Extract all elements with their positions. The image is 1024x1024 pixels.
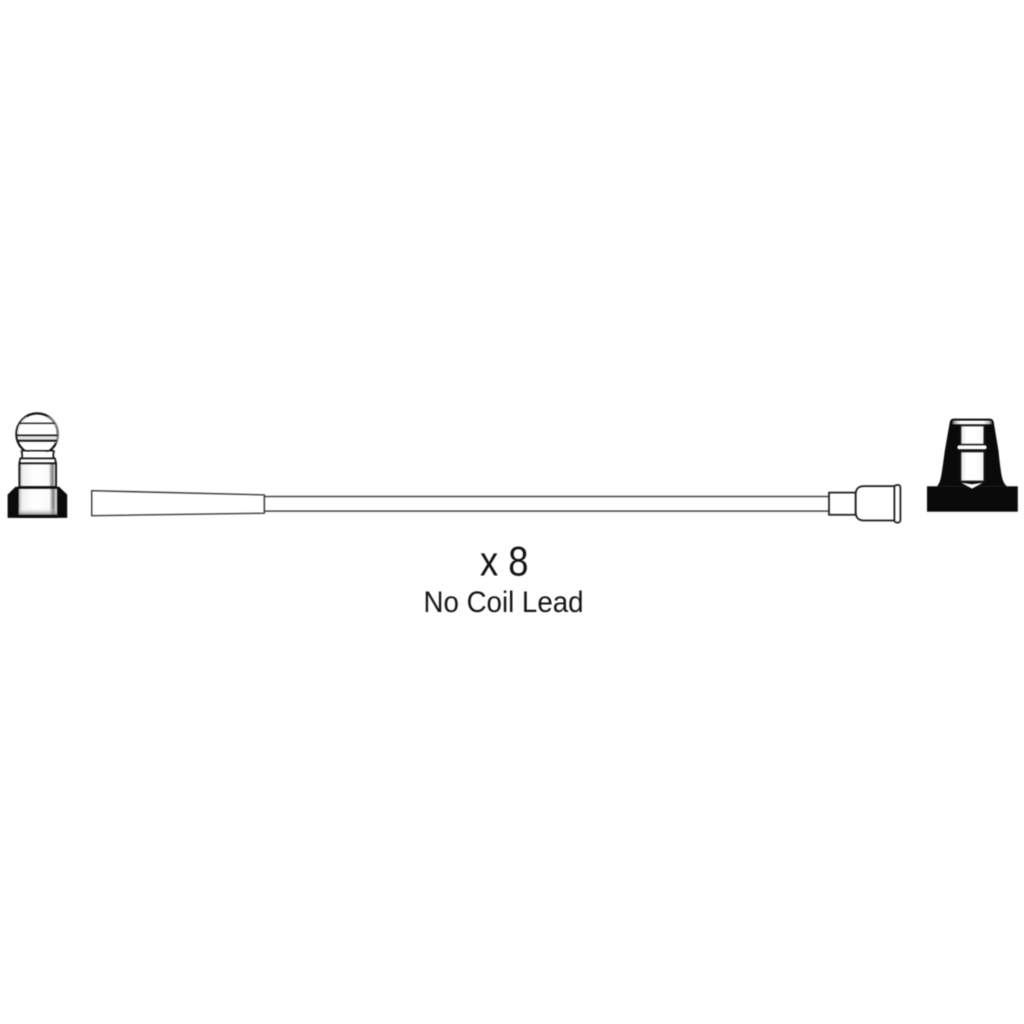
svg-text:x 8: x 8: [480, 538, 529, 585]
svg-text:No Coil Lead: No Coil Lead: [424, 586, 584, 619]
